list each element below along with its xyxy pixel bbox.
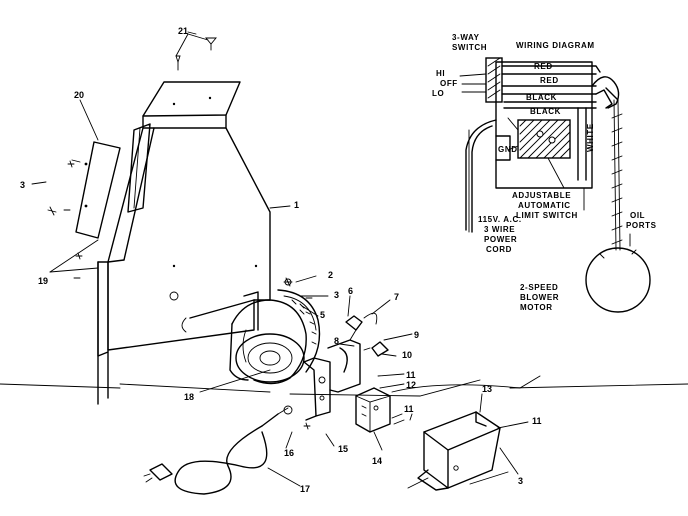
floor-line bbox=[0, 375, 688, 397]
heater-cabinet bbox=[97, 81, 271, 405]
part-number-18: 18 bbox=[184, 392, 194, 402]
wire-label-red: RED bbox=[540, 76, 559, 85]
part-number-6: 6 bbox=[348, 286, 353, 296]
part-number-5: 5 bbox=[320, 310, 325, 320]
motor-label: MOTOR bbox=[520, 303, 553, 312]
limit-switch-label: AUTOMATIC bbox=[518, 201, 571, 210]
part-number-19: 19 bbox=[38, 276, 48, 286]
limit-switch bbox=[355, 387, 405, 433]
switch-label: SWITCH bbox=[452, 43, 487, 52]
oil-ports-label: PORTS bbox=[626, 221, 657, 230]
limit-switch-label: ADJUSTABLE bbox=[512, 191, 571, 200]
part-numbers: 21 20 3 1 19 2 3 5 6 7 8 9 10 11 12 18 1… bbox=[20, 26, 542, 494]
part-number-3: 3 bbox=[20, 180, 25, 190]
leader-lines bbox=[31, 33, 529, 489]
switch-position-off: OFF bbox=[440, 79, 458, 88]
switch-knob bbox=[345, 312, 389, 357]
wire-label-black: BLACK bbox=[526, 93, 557, 102]
part-number-2: 2 bbox=[328, 270, 333, 280]
wiring-diagram: 3-WAY SWITCH WIRING DIAGRAM HI OFF LO RE… bbox=[432, 33, 657, 313]
part-number-9: 9 bbox=[414, 330, 419, 340]
part-number-8: 8 bbox=[334, 336, 339, 346]
part-number-11: 11 bbox=[532, 416, 542, 426]
part-number-3: 3 bbox=[334, 290, 339, 300]
wire-label-white: WHITE bbox=[586, 123, 595, 152]
switch-position-lo: LO bbox=[432, 89, 444, 98]
power-cord bbox=[143, 405, 311, 495]
top-screws-icon bbox=[175, 31, 217, 71]
limit-switch-label: LIMIT SWITCH bbox=[516, 211, 578, 220]
power-cord-label: CORD bbox=[486, 245, 512, 254]
wire-label-red: RED bbox=[534, 62, 553, 71]
part-number-10: 10 bbox=[402, 350, 412, 360]
part-number-14: 14 bbox=[372, 456, 382, 466]
part-number-3: 3 bbox=[518, 476, 523, 486]
power-cord-label: POWER bbox=[484, 235, 517, 244]
part-number-1: 1 bbox=[294, 200, 299, 210]
cable-twist-icon bbox=[611, 113, 623, 245]
mounting-bracket bbox=[303, 339, 361, 421]
oil-ports-label: OIL bbox=[630, 211, 645, 220]
power-cord-label: 115V. A.C. bbox=[478, 215, 522, 224]
part-number-20: 20 bbox=[74, 90, 84, 100]
wiring-diagram-title: WIRING DIAGRAM bbox=[516, 41, 595, 50]
switch-hatching-icon bbox=[487, 57, 501, 99]
part-number-13: 13 bbox=[482, 384, 492, 394]
switch-position-hi: HI bbox=[436, 69, 445, 78]
motor-label: BLOWER bbox=[520, 293, 559, 302]
ground-label: GND bbox=[498, 145, 518, 154]
part-number-21: 21 bbox=[178, 26, 188, 36]
switch-label: 3-WAY bbox=[452, 33, 480, 42]
part-number-16: 16 bbox=[284, 448, 294, 458]
screw-icon bbox=[47, 160, 83, 279]
fastener-icon bbox=[283, 277, 313, 315]
blower-motor-assembly bbox=[229, 289, 321, 385]
part-number-12: 12 bbox=[406, 380, 416, 390]
wire-label-black: BLACK bbox=[530, 107, 561, 116]
motor-label: 2-SPEED bbox=[520, 283, 558, 292]
part-number-11: 11 bbox=[406, 370, 416, 380]
part-number-15: 15 bbox=[338, 444, 348, 454]
part-number-7: 7 bbox=[394, 292, 399, 302]
part-number-17: 17 bbox=[300, 484, 310, 494]
power-cord-label: 3 WIRE bbox=[484, 225, 515, 234]
part-number-11: 11 bbox=[404, 404, 414, 414]
side-panel bbox=[63, 141, 121, 239]
